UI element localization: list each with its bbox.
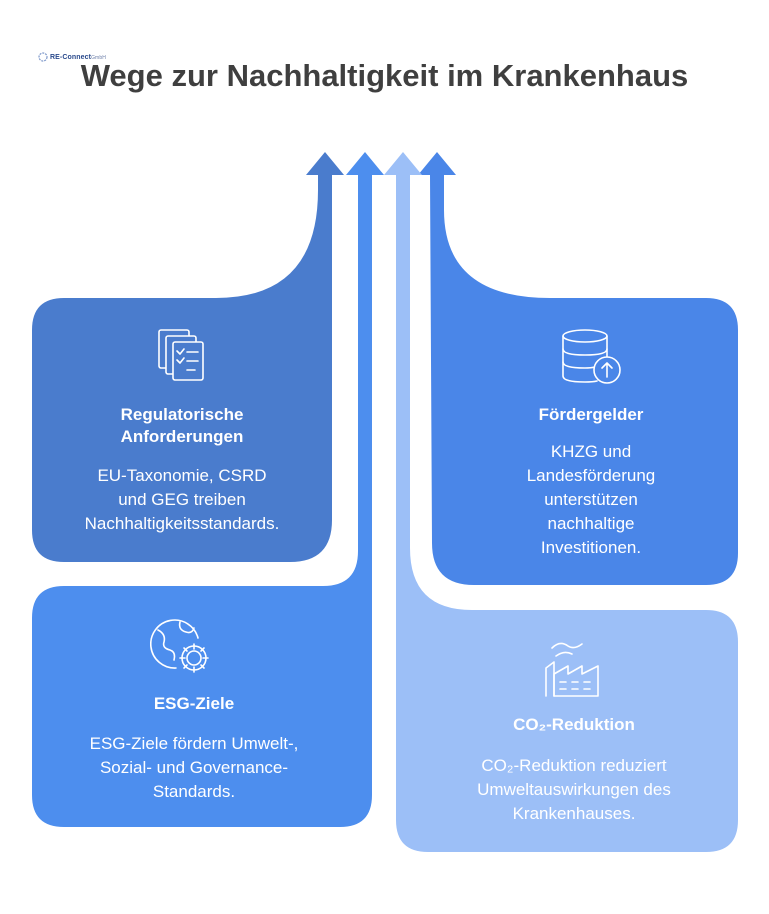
funding-desc-line4: nachhaltige: [547, 514, 635, 533]
co2-desc-line1: CO₂-Reduktion reduziert: [481, 756, 667, 775]
globe-gear-icon: [149, 616, 214, 683]
regulatory-desc-line2: und GEG treiben: [118, 490, 246, 509]
esg-desc-line3: Standards.: [152, 782, 236, 801]
logo-mark-icon: [38, 52, 48, 62]
funding-desc-line2: Landesförderung: [526, 466, 656, 485]
factory-icon: [542, 638, 606, 705]
esg-desc-line1: ESG-Ziele fördern Umwelt-,: [89, 734, 299, 753]
co2-card: CO₂-Reduktion CO₂-Reduktion reduziert Um…: [410, 610, 738, 852]
funding-desc-line1: KHZG und: [550, 442, 632, 461]
regulatory-heading-line2: Anforderungen: [120, 427, 244, 446]
funding-heading: Fördergelder: [538, 405, 644, 424]
funding-desc-line5: Investitionen.: [540, 538, 642, 557]
logo-text: RE-ConnectGmbH: [50, 53, 106, 61]
funding-card: Fördergelder KHZG und Landesförderung un…: [444, 298, 738, 585]
co2-desc-line2: Umweltauswirkungen des: [477, 780, 671, 799]
regulatory-desc-line3: Nachhaltigkeitsstandards.: [84, 514, 280, 533]
funding-desc-line3: unterstützen: [544, 490, 638, 509]
esg-card-shape: [32, 152, 384, 827]
co2-heading: CO₂-Reduktion: [513, 715, 635, 734]
esg-desc-line2: Sozial- und Governance-: [99, 758, 289, 777]
esg-heading: ESG-Ziele: [153, 694, 235, 713]
co2-card-shape: [384, 152, 738, 852]
regulatory-card: Regulatorische Anforderungen EU-Taxonomi…: [32, 298, 332, 562]
database-upload-icon: [559, 328, 623, 393]
regulatory-desc-line1: EU-Taxonomie, CSRD: [97, 466, 267, 485]
company-logo: RE-ConnectGmbH: [38, 52, 106, 62]
page-title: Wege zur Nachhaltigkeit im Krankenhaus: [80, 58, 689, 93]
co2-desc-line3: Krankenhauses.: [512, 804, 636, 823]
regulatory-heading-line1: Regulatorische: [120, 405, 244, 424]
esg-card: ESG-Ziele ESG-Ziele fördern Umwelt-, Soz…: [32, 586, 372, 827]
checklist-documents-icon: [157, 328, 207, 395]
